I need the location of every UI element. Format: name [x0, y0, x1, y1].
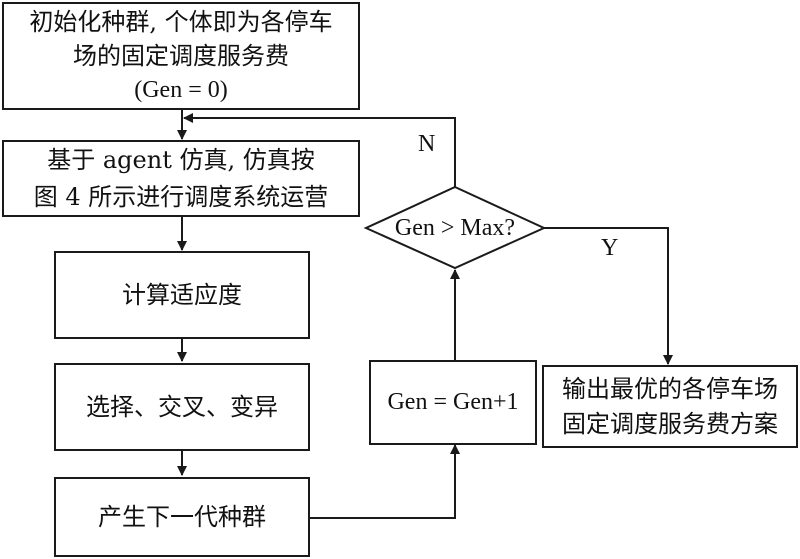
next-generation-label: 产生下一代种群 [98, 502, 266, 531]
init-line-3: (Gen = 0) [134, 77, 228, 103]
fitness-box: 计算适应度 [54, 251, 310, 339]
increment-box: Gen = Gen+1 [369, 360, 537, 445]
fitness-label: 计算适应度 [122, 280, 242, 309]
arrow-decision-no-loop [183, 113, 456, 187]
output-box: 输出最优的各停车场 固定调度服务费方案 [542, 365, 798, 448]
init-line-1: 初始化种群, 个体即为各停车 [29, 8, 333, 36]
arrow-decision-yes [544, 227, 673, 365]
simulation-line-1: 基于 agent 仿真, 仿真按 [47, 145, 315, 174]
next-generation-box: 产生下一代种群 [54, 477, 310, 557]
simulation-line-2: 图 4 所示进行调度系统运营 [33, 182, 329, 211]
decision-diamond [363, 185, 547, 270]
output-line-2: 固定调度服务费方案 [562, 409, 778, 438]
init-population-box: 初始化种群, 个体即为各停车 场的固定调度服务费 (Gen = 0) [2, 2, 360, 110]
init-line-2: 场的固定调度服务费 [73, 42, 289, 70]
decision-label: Gen > Max? [394, 215, 516, 241]
genetic-ops-box: 选择、交叉、变异 [54, 363, 310, 451]
increment-label: Gen = Gen+1 [387, 389, 519, 415]
output-line-1: 输出最优的各停车场 [562, 374, 778, 403]
genetic-ops-label: 选择、交叉、变异 [86, 392, 278, 421]
arrow-next-to-increment [310, 444, 460, 519]
simulation-box: 基于 agent 仿真, 仿真按 图 4 所示进行调度系统运营 [2, 140, 360, 217]
yes-label: Y [601, 235, 619, 261]
no-label: N [418, 131, 436, 157]
